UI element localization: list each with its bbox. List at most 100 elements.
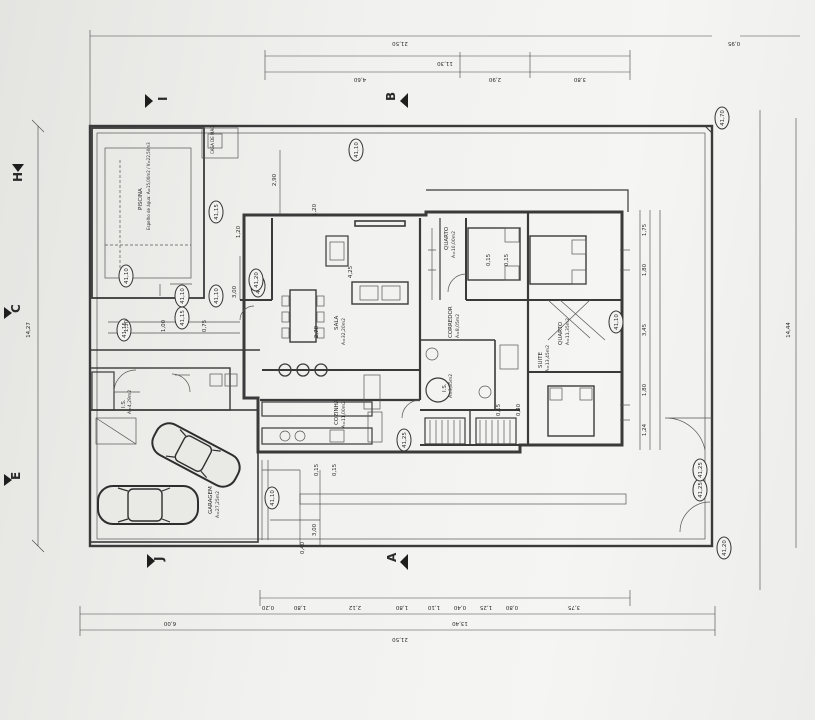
room-name-is-2: I.S. bbox=[121, 399, 127, 408]
level-tag: 41,25 bbox=[698, 482, 704, 498]
dim-misc: 4,25 bbox=[348, 265, 354, 278]
dim-bottom-total: 21,50 bbox=[392, 636, 408, 642]
section-mark-label: C bbox=[9, 304, 23, 313]
dim-bottom-segment: 1,80 bbox=[293, 604, 306, 610]
room-name-corredor: CORREDOR bbox=[448, 306, 454, 338]
car-parked bbox=[97, 485, 199, 525]
room-sub-corredor: A=8,05m2 bbox=[455, 314, 461, 338]
dim-bottom-segment: 1,80 bbox=[395, 604, 408, 610]
dim-left: 14,27 bbox=[26, 322, 32, 338]
sofa-set bbox=[325, 235, 409, 305]
dim-misc: 1,20 bbox=[236, 225, 242, 238]
dim-misc: 2,90 bbox=[272, 173, 278, 186]
bedroom-furniture bbox=[428, 227, 606, 437]
section-mark-label: E bbox=[9, 472, 23, 480]
dim-right-inner: 3,45 bbox=[642, 323, 648, 336]
dim-bottom-segment: 0,80 bbox=[505, 604, 518, 610]
room-name-casa-maquinas: CASA DE MÁQ. bbox=[210, 124, 215, 154]
dining-table bbox=[281, 289, 325, 343]
level-tag: 41,70 bbox=[720, 110, 726, 126]
room-sub-is-2: A=4,29m2 bbox=[127, 390, 133, 414]
level-tag-marker bbox=[248, 268, 264, 292]
dim-top-inner: 4,60 bbox=[353, 76, 366, 82]
terrace-paths bbox=[262, 210, 661, 521]
level-tag: 41,25 bbox=[698, 462, 704, 478]
room-sub-is-1: A=3,85m2 bbox=[448, 374, 454, 398]
section-mark-label: A bbox=[385, 552, 399, 562]
section-mark-label: I bbox=[156, 97, 170, 101]
dim-misc: 3,00 bbox=[232, 285, 238, 298]
room-sub-sala: A=32,20m2 bbox=[341, 318, 347, 345]
dim-misc: 0,40 bbox=[516, 403, 522, 416]
kitchen-fixtures bbox=[261, 363, 383, 445]
room-name-sala: SALA bbox=[334, 315, 340, 330]
bathroom-fixtures bbox=[424, 344, 519, 445]
dim-bottom-segment: 2,12 bbox=[349, 604, 361, 610]
level-tag-marker bbox=[716, 536, 732, 560]
dim-bottom-segment: 0,40 bbox=[453, 604, 466, 610]
level-tag: 41,10 bbox=[124, 268, 130, 284]
dim-misc: 3,00 bbox=[312, 523, 318, 536]
level-tag-marker bbox=[692, 458, 708, 482]
dim-right: 14,44 bbox=[786, 322, 792, 338]
car-angled bbox=[151, 422, 241, 488]
level-tag: 41,10 bbox=[614, 314, 620, 330]
level-tag: 41,15 bbox=[122, 322, 128, 338]
dim-top-outer: 21,50 bbox=[392, 40, 408, 46]
room-name-quarto-1: QUARTO bbox=[444, 226, 450, 250]
room-name-cozinha: COZINHA bbox=[334, 399, 340, 425]
pool-area bbox=[91, 127, 239, 299]
level-tags: 41,7041,1041,1041,1541,2041,1041,1541,15… bbox=[116, 106, 732, 560]
dim-misc: 1,30 bbox=[124, 319, 130, 332]
dim-misc: 0,40 bbox=[300, 541, 306, 554]
dim-misc: 2,78 bbox=[314, 325, 320, 338]
room-name-garagem: GARAGEM bbox=[208, 486, 214, 514]
dim-bottom-segment: 0,20 bbox=[261, 604, 274, 610]
level-tag-marker bbox=[118, 264, 134, 288]
section-mark-label: B bbox=[384, 92, 398, 101]
dim-misc: 0,15 bbox=[486, 253, 492, 266]
level-tag: 41,10 bbox=[214, 288, 220, 304]
room-name-quarto-2: QUARTO bbox=[558, 321, 564, 345]
level-tag: 41,10 bbox=[180, 288, 186, 304]
level-tag-marker bbox=[608, 310, 624, 334]
dim-misc: 1,20 bbox=[312, 203, 318, 216]
dim-bottom-segment: 3,75 bbox=[567, 604, 580, 610]
room-sub-cozinha: A=11,00m2 bbox=[341, 401, 347, 428]
level-tag: 41,25 bbox=[402, 432, 408, 448]
section-mark-label: J bbox=[152, 557, 166, 562]
dim-misc: 0,15 bbox=[504, 253, 510, 266]
section-mark-label: H bbox=[11, 172, 25, 182]
level-tag-marker bbox=[208, 284, 224, 308]
room-name-is-1: I.S. bbox=[442, 383, 448, 392]
house-walls bbox=[240, 189, 630, 454]
dim-bottom-segment: 1,10 bbox=[427, 604, 440, 610]
level-tag-marker bbox=[116, 318, 132, 342]
dim-misc: 0,75 bbox=[202, 319, 208, 332]
dim-bottom-inner: 6,00 bbox=[163, 620, 176, 626]
room-sub-quarto-1: A=10,00m2 bbox=[451, 231, 457, 258]
level-tag: 41,20 bbox=[254, 272, 260, 288]
dim-misc: 0,15 bbox=[496, 403, 502, 416]
level-tag: 41,10 bbox=[354, 142, 360, 158]
dim-right-inner: 1,80 bbox=[642, 263, 648, 276]
room-sub-quarto-2: A=11,35m2 bbox=[565, 318, 571, 345]
level-tag-marker bbox=[208, 200, 224, 224]
room-sub-suite: A=13,45m2 bbox=[545, 345, 551, 372]
dim-bottom-segment: 1,25 bbox=[479, 604, 492, 610]
level-tag-marker bbox=[396, 428, 412, 452]
level-tag-marker bbox=[714, 106, 730, 130]
level-tag: 41,10 bbox=[270, 490, 276, 506]
section-markers bbox=[4, 93, 408, 570]
room-name-pool: PISCINA bbox=[138, 188, 144, 210]
level-tag-marker bbox=[348, 138, 364, 162]
dim-misc: 0,15 bbox=[314, 463, 320, 476]
dim-top-inner: 3,80 bbox=[573, 76, 586, 82]
doors bbox=[239, 273, 712, 533]
dim-bottom-inner: 13,40 bbox=[452, 620, 468, 626]
room-name-suite: SUITE bbox=[538, 352, 544, 368]
level-tag: 41,15 bbox=[214, 204, 220, 220]
